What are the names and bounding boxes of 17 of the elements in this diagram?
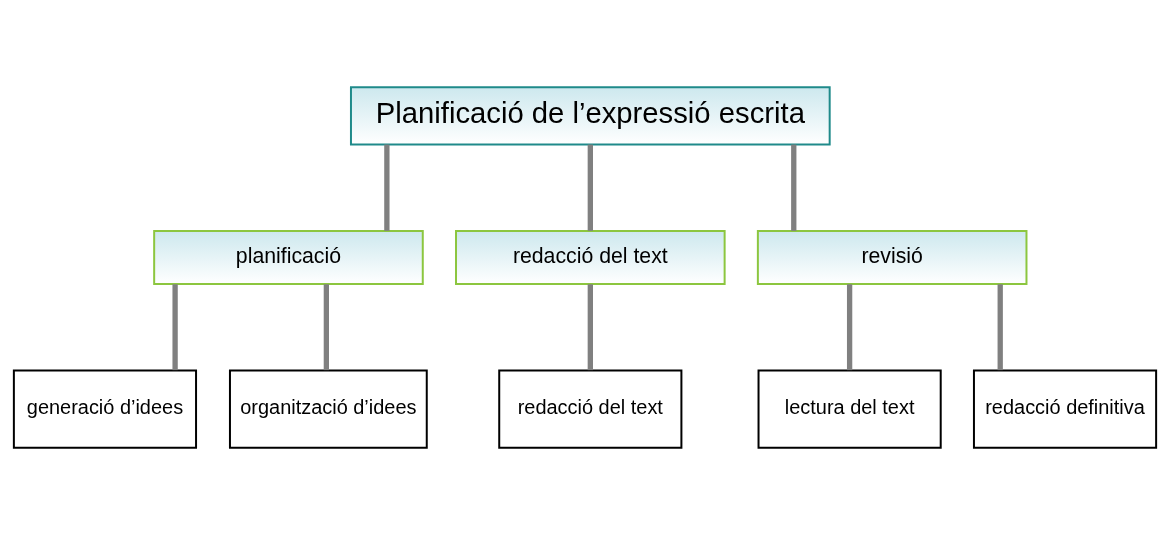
node-box: Planificació de l’expressió escrita [349, 86, 831, 146]
node-box: redacció del text [498, 369, 683, 449]
node-box: lectura del text [757, 369, 942, 449]
node-box: revisió [756, 229, 1028, 286]
connector [846, 284, 853, 371]
connector [587, 144, 593, 231]
node-box: generació d’idees [12, 369, 198, 449]
node-box: planificació [153, 229, 424, 286]
connector [791, 144, 797, 231]
connector [384, 144, 390, 231]
connector [172, 284, 178, 371]
node-box: redacció definitiva [972, 369, 1158, 449]
node-box: organització d’idees [228, 369, 428, 449]
connector [997, 284, 1003, 371]
node-box: redacció del text [455, 229, 726, 286]
connector [323, 284, 330, 371]
connector [587, 284, 593, 371]
